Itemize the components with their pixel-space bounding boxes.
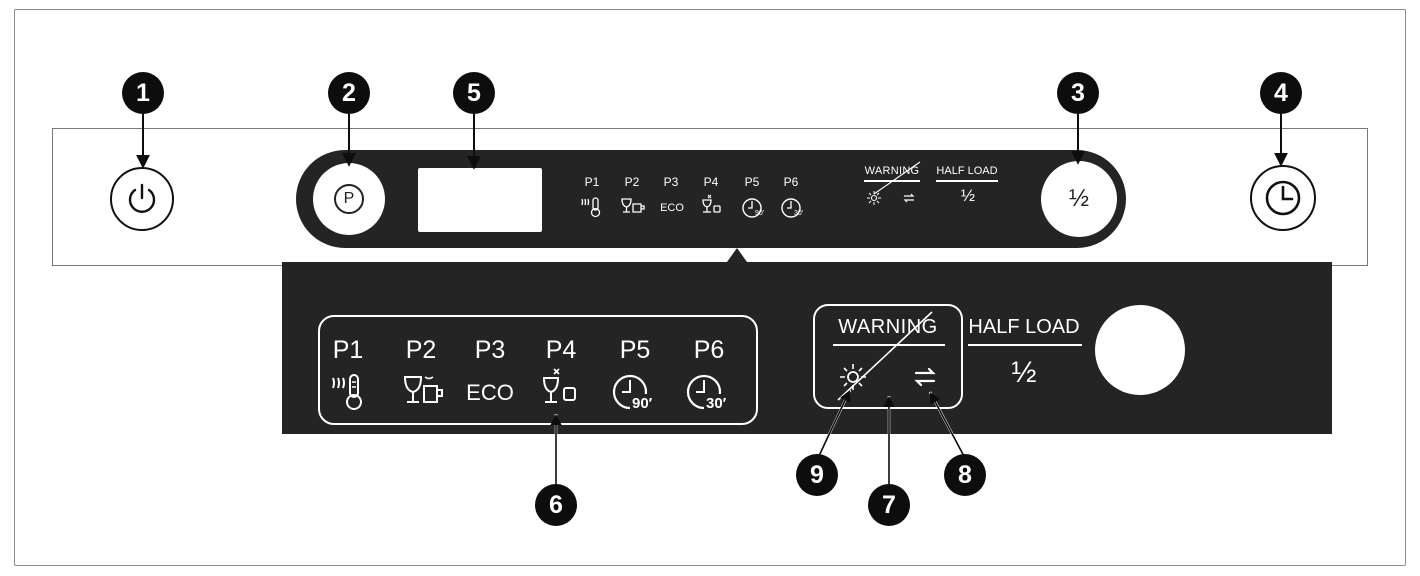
small-warning-slash: [873, 161, 921, 195]
intensive-temperature-icon-large: [332, 374, 362, 410]
intensive-temperature-icon: [581, 197, 601, 218]
program-button-icon: P: [334, 184, 364, 214]
display-screen: [418, 168, 542, 232]
salt-sun-icon: [840, 364, 866, 390]
program-label-p5: P5: [619, 336, 651, 364]
half-load-button[interactable]: ½: [1041, 161, 1117, 237]
half-load-underline: [968, 344, 1082, 346]
callout-6: 6: [535, 484, 577, 526]
warning-label: WARNING: [838, 316, 938, 338]
small-program-label-p6: P6: [783, 175, 799, 189]
small-program-label-p5: P5: [744, 175, 760, 189]
glass-and-cup-icon-large: [403, 376, 443, 403]
clock-30-icon: 30′: [686, 374, 732, 412]
small-clock-90-text: 90′: [755, 210, 765, 217]
diagram-frame: [14, 9, 1406, 566]
small-salt-sun-icon: [867, 191, 881, 205]
delay-timer-button[interactable]: [1250, 165, 1316, 231]
clock-icon: [1265, 180, 1301, 216]
rinse-aid-arrows-icon: [914, 367, 936, 387]
clock-30-text: 30′: [706, 395, 727, 412]
quick-rinse-glass-icon-large: [542, 368, 576, 403]
eco-text: ECO: [466, 380, 514, 405]
small-half-load-label: HALF LOAD: [936, 165, 998, 177]
clock-30-icon-small: 30′: [781, 198, 804, 218]
program-label-p1: P1: [332, 336, 364, 364]
small-half-load-glyph: ½: [960, 186, 976, 205]
half-load-glyph: ½: [1011, 356, 1037, 389]
program-label-p2: P2: [405, 336, 437, 364]
program-indicator-group: [318, 315, 758, 425]
callout-1: 1: [122, 72, 164, 114]
small-half-load-underline: [936, 180, 998, 182]
program-label-p6: P6: [693, 336, 725, 364]
callout-3: 3: [1057, 72, 1099, 114]
callout-7: 7: [868, 484, 910, 526]
program-label-p4: P4: [545, 336, 577, 364]
clock-90-text: 90′: [632, 395, 653, 412]
small-program-label-p1: P1: [584, 175, 600, 189]
callout-2: 2: [328, 72, 370, 114]
clock-90-icon-small: 90′: [742, 198, 765, 218]
half-load-button-label: ½: [1068, 185, 1089, 212]
power-button[interactable]: [110, 167, 174, 231]
small-program-label-p2: P2: [624, 175, 640, 189]
glass-and-cup-icon: [621, 198, 645, 213]
program-button-label: P: [343, 190, 355, 207]
small-clock-30-text: 30′: [794, 210, 804, 217]
program-button[interactable]: P: [313, 163, 385, 235]
quick-rinse-glass-icon: [702, 194, 721, 213]
clock-90-icon: 90′: [612, 374, 658, 412]
small-program-label-p3: P3: [663, 175, 679, 189]
callout-8: 8: [944, 454, 986, 496]
warning-slash: [837, 311, 933, 401]
small-eco-text: ECO: [660, 202, 684, 214]
small-warning-label: WARNING: [864, 165, 920, 177]
warning-underline: [833, 344, 945, 346]
callout-4: 4: [1260, 72, 1302, 114]
program-label-p3: P3: [474, 336, 506, 364]
power-icon: [128, 183, 156, 213]
small-warning-underline: [864, 180, 920, 182]
callout-9: 9: [796, 454, 838, 496]
callout-5: 5: [453, 72, 495, 114]
small-rinse-aid-icon: [903, 193, 915, 203]
half-load-label: HALF LOAD: [968, 316, 1080, 338]
zoom-panel-notch: [1095, 305, 1185, 395]
small-program-label-p4: P4: [703, 175, 719, 189]
